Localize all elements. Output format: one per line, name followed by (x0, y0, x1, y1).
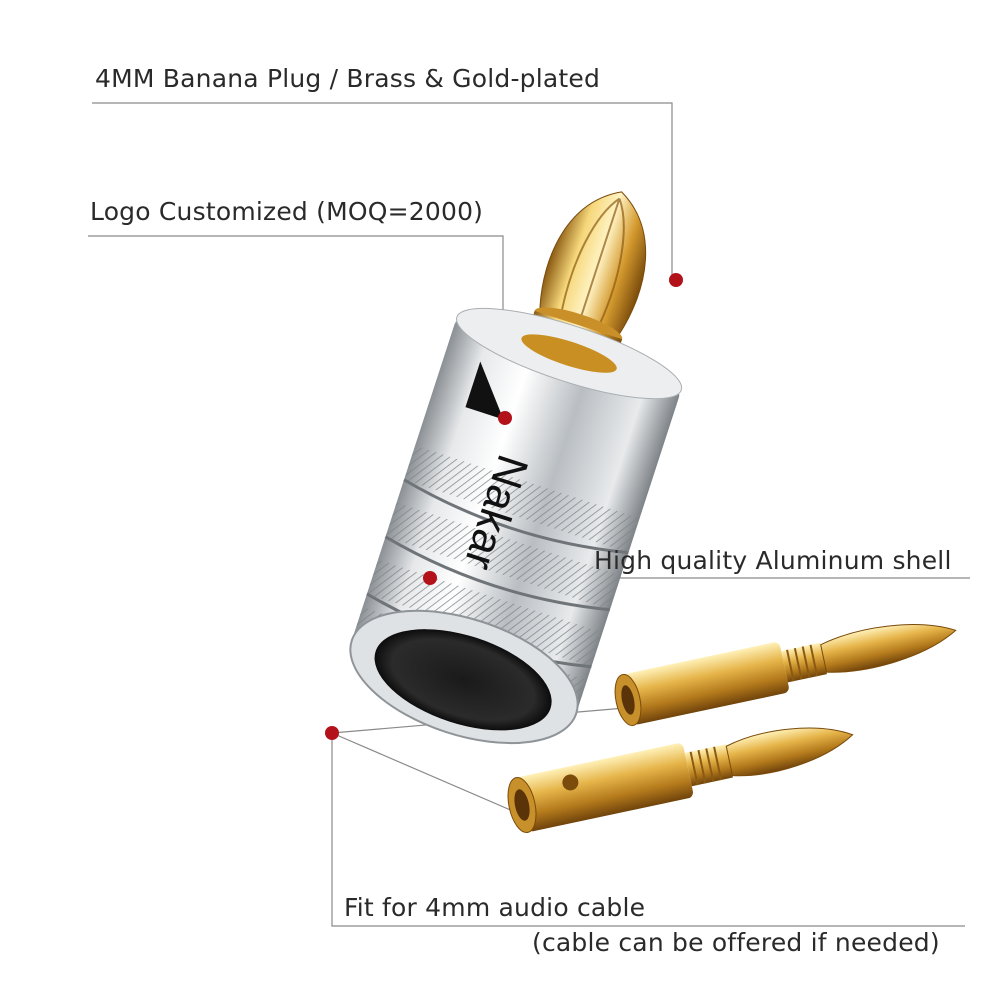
small-banana-plug-1 (614, 624, 957, 727)
callout-aluminum-shell: High quality Aluminum shell (594, 546, 952, 575)
aluminum-shell (349, 307, 683, 745)
callout-markers (325, 273, 683, 740)
callout-audio-cable: Fit for 4mm audio cable (344, 893, 646, 922)
main-banana-plug: Nakar (349, 191, 683, 745)
small-banana-plug-2 (507, 727, 854, 834)
callout-cable-offer: (cable can be offered if needed) (532, 928, 940, 957)
callout-logo: Logo Customized (MOQ=2000) (90, 197, 484, 226)
callout-banana-plug: 4MM Banana Plug / Brass & Gold-plated (95, 64, 601, 93)
